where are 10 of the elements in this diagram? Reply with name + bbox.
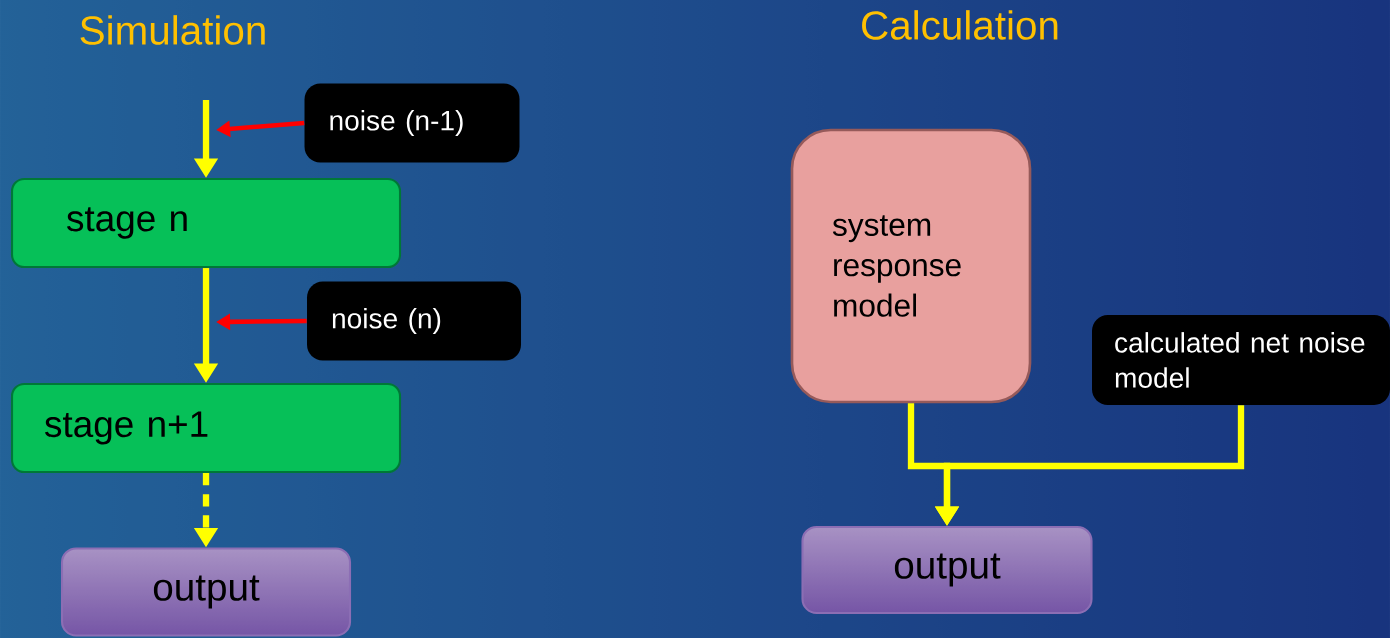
process-box: stage n: [10, 177, 402, 269]
output-box: output: [60, 547, 352, 637]
process-box: stage n+1: [10, 382, 402, 474]
text-box: noise (n-1): [304, 83, 520, 163]
text-box: noise (n): [307, 281, 521, 361]
model-box: system response model: [790, 128, 1032, 404]
text-box: calculated net noise model: [1092, 315, 1390, 405]
heading: Simulation: [80, 15, 265, 45]
heading: Calculation: [862, 10, 1058, 40]
output-box: output: [801, 525, 1093, 615]
